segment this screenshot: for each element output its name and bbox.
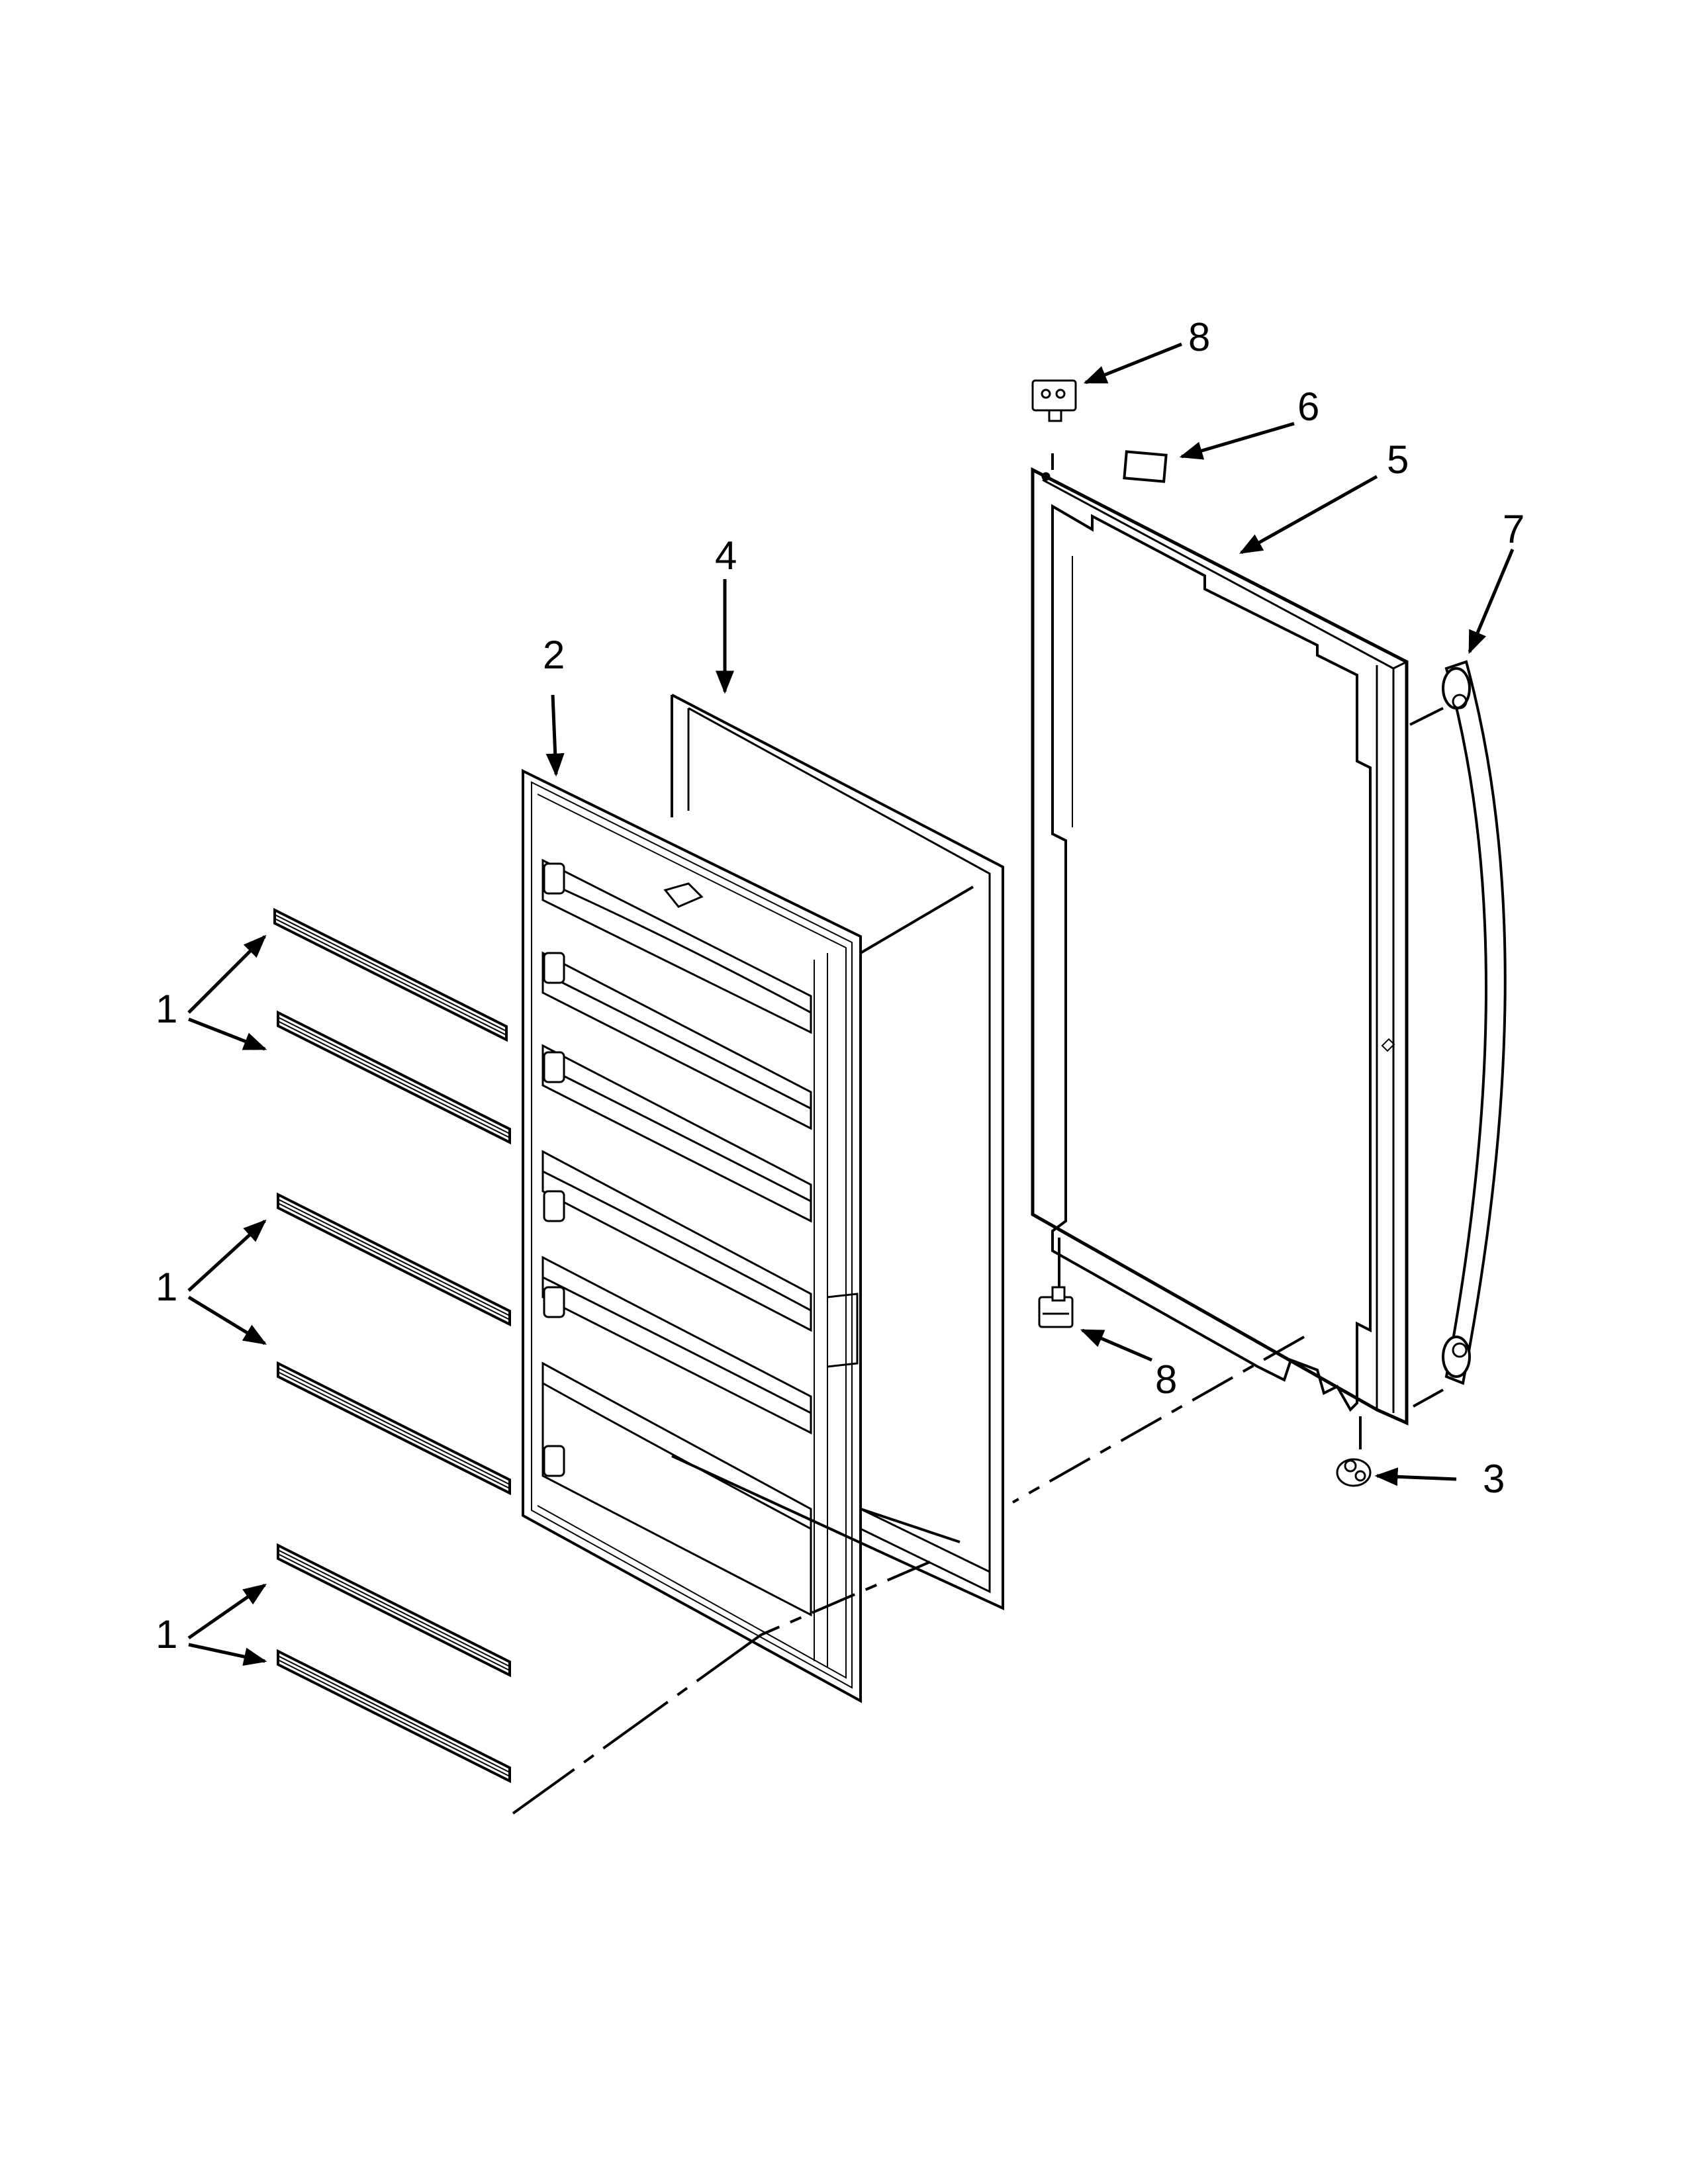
callout-1-top: 1	[156, 987, 177, 1031]
callout-8-bottom: 8	[1155, 1357, 1177, 1402]
callout-labels: 1 1 1 2 3 4 5 6 7 8 8	[156, 315, 1524, 1657]
callout-2: 2	[543, 633, 565, 677]
callout-5: 5	[1387, 437, 1409, 482]
door-liner	[522, 768, 862, 1704]
label-plate	[1123, 450, 1168, 483]
door-shelf-rails	[273, 909, 511, 1782]
shelf-rail	[277, 1193, 511, 1326]
shelf-rail	[273, 909, 508, 1041]
callout-8-top: 8	[1188, 315, 1210, 359]
shelf-rail	[277, 1362, 511, 1494]
callout-4: 4	[715, 533, 737, 578]
hinge-cap	[1336, 1458, 1372, 1487]
shelf-rail	[277, 1650, 511, 1782]
shelf-rail	[277, 1011, 511, 1144]
door-handle	[1409, 660, 1507, 1408]
callout-1-middle: 1	[156, 1265, 177, 1309]
callout-3: 3	[1483, 1457, 1505, 1501]
shelf-rail	[277, 1544, 511, 1676]
callout-7: 7	[1503, 507, 1524, 551]
door-gasket	[671, 694, 1004, 1611]
leader-arrows	[187, 342, 1515, 1666]
callout-1-bottom: 1	[156, 1612, 177, 1657]
callout-6: 6	[1297, 385, 1319, 429]
hinge-bushing-top	[1031, 379, 1077, 422]
hinge-bushing-bottom	[1038, 1286, 1074, 1328]
